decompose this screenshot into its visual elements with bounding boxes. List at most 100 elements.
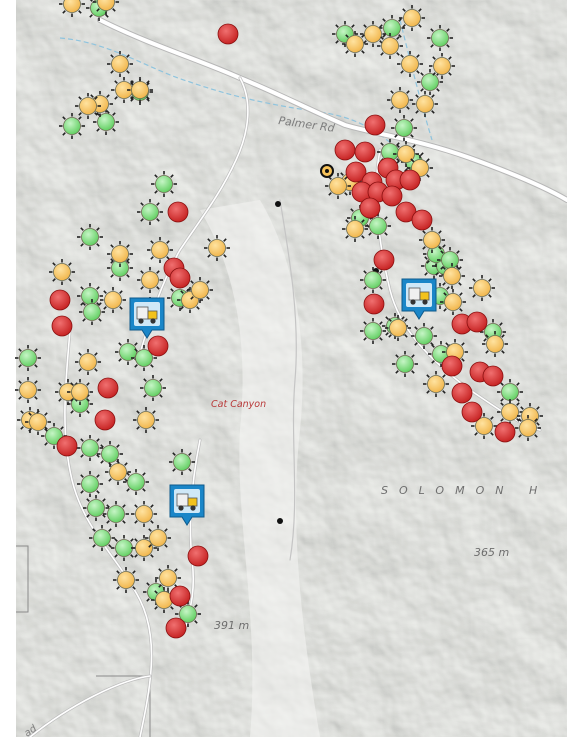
well-marker-yellow-icon[interactable] — [131, 535, 157, 561]
well-marker-red-icon[interactable] — [94, 409, 116, 431]
well-marker-red-icon[interactable] — [363, 293, 385, 315]
well-marker-red-icon[interactable] — [399, 169, 421, 191]
well-marker-red-icon[interactable] — [482, 365, 504, 387]
well-marker-yellow-icon[interactable] — [342, 31, 368, 57]
well-marker-green-icon[interactable] — [77, 224, 103, 250]
well-marker-yellow-icon[interactable] — [482, 331, 508, 357]
well-marker-green-icon[interactable] — [417, 69, 443, 95]
well-marker-green-icon[interactable] — [427, 25, 453, 51]
well-marker-yellow-icon[interactable] — [412, 91, 438, 117]
well-marker-yellow-icon[interactable] — [399, 5, 425, 31]
well-marker-yellow-icon[interactable] — [439, 263, 465, 289]
well-marker-green-icon[interactable] — [377, 139, 403, 165]
well-marker-yellow-icon[interactable] — [133, 407, 159, 433]
well-marker-yellow-icon[interactable] — [75, 93, 101, 119]
well-marker-red-icon[interactable] — [494, 421, 516, 443]
well-marker-red-icon[interactable] — [373, 249, 395, 271]
well-marker-yellow-icon[interactable] — [137, 267, 163, 293]
well-marker-yellow-icon[interactable] — [440, 289, 466, 315]
well-marker-yellow-icon[interactable] — [107, 241, 133, 267]
well-marker-green-icon[interactable] — [411, 323, 437, 349]
well-marker-red-icon[interactable] — [345, 161, 367, 183]
well-marker-red-icon[interactable] — [466, 311, 488, 333]
well-marker-yellow-icon[interactable] — [67, 379, 93, 405]
well-marker-yellow-icon[interactable] — [469, 275, 495, 301]
well-marker-green-icon[interactable] — [103, 501, 129, 527]
well-marker-green-icon[interactable] — [89, 525, 115, 551]
well-marker-red-icon[interactable] — [56, 435, 78, 457]
well-marker-yellow-icon[interactable] — [325, 173, 351, 199]
well-marker-yellow-icon[interactable] — [204, 235, 230, 261]
well-marker-yellow-icon[interactable] — [429, 53, 455, 79]
well-marker-red-icon[interactable] — [461, 401, 483, 423]
well-marker-green-icon[interactable] — [83, 495, 109, 521]
well-marker-green-icon[interactable] — [360, 267, 386, 293]
well-marker-green-icon[interactable] — [77, 435, 103, 461]
well-marker-yellow-icon[interactable] — [105, 459, 131, 485]
well-marker-green-icon[interactable] — [123, 469, 149, 495]
well-marker-yellow-icon[interactable] — [471, 413, 497, 439]
well-marker-green-icon[interactable] — [15, 345, 41, 371]
well-marker-yellow-icon[interactable] — [187, 277, 213, 303]
well-marker-red-icon[interactable] — [97, 377, 119, 399]
well-marker-green-icon[interactable] — [59, 113, 85, 139]
well-marker-yellow-icon[interactable] — [100, 287, 126, 313]
well-marker-red-icon[interactable] — [364, 114, 386, 136]
well-marker-yellow-icon[interactable] — [131, 501, 157, 527]
well-marker-red-icon[interactable] — [359, 197, 381, 219]
well-marker-green-icon[interactable] — [79, 299, 105, 325]
special-well-marker-icon[interactable] — [320, 164, 334, 178]
well-marker-yellow-icon[interactable] — [387, 87, 413, 113]
well-marker-green-icon[interactable] — [41, 423, 67, 449]
well-marker-green-icon[interactable] — [392, 351, 418, 377]
well-marker-green-icon[interactable] — [391, 115, 417, 141]
well-marker-green-icon[interactable] — [360, 318, 386, 344]
well-marker-yellow-icon[interactable] — [397, 51, 423, 77]
well-marker-yellow-icon[interactable] — [127, 77, 153, 103]
well-marker-red-icon[interactable] — [147, 335, 169, 357]
well-marker-yellow-icon[interactable] — [93, 0, 119, 15]
well-marker-red-icon[interactable] — [167, 201, 189, 223]
well-marker-red-icon[interactable] — [169, 585, 191, 607]
well-marker-yellow-icon[interactable] — [360, 21, 386, 47]
well-marker-yellow-icon[interactable] — [107, 51, 133, 77]
well-marker-yellow-icon[interactable] — [423, 371, 449, 397]
well-marker-green-icon[interactable] — [169, 449, 195, 475]
well-marker-yellow-icon[interactable] — [145, 525, 171, 551]
well-marker-green-icon[interactable] — [437, 247, 463, 273]
well-marker-green-icon[interactable] — [131, 345, 157, 371]
truck-marker-icon[interactable] — [401, 278, 437, 320]
well-marker-yellow-icon[interactable] — [342, 216, 368, 242]
well-marker-yellow-icon[interactable] — [515, 415, 541, 441]
well-marker-yellow-icon[interactable] — [49, 259, 75, 285]
well-marker-yellow-icon[interactable] — [147, 237, 173, 263]
well-marker-red-icon[interactable] — [411, 209, 433, 231]
well-marker-yellow-icon[interactable] — [15, 377, 41, 403]
well-marker-green-icon[interactable] — [140, 375, 166, 401]
well-marker-green-icon[interactable] — [77, 471, 103, 497]
well-marker-red-icon[interactable] — [381, 185, 403, 207]
truck-marker-icon[interactable] — [129, 297, 165, 339]
well-marker-red-icon[interactable] — [334, 139, 356, 161]
well-marker-green-icon[interactable] — [151, 171, 177, 197]
well-marker-red-icon[interactable] — [169, 267, 191, 289]
well-marker-red-icon[interactable] — [187, 545, 209, 567]
well-marker-red-icon[interactable] — [441, 355, 463, 377]
well-marker-yellow-icon[interactable] — [497, 399, 523, 425]
well-marker-red-icon[interactable] — [451, 382, 473, 404]
well-marker-yellow-icon[interactable] — [385, 315, 411, 341]
well-marker-red-icon[interactable] — [49, 289, 71, 311]
well-marker-green-icon[interactable] — [137, 199, 163, 225]
truck-marker-icon[interactable] — [169, 484, 205, 526]
well-marker-yellow-icon[interactable] — [59, 0, 85, 17]
well-marker-yellow-icon[interactable] — [75, 349, 101, 375]
well-marker-red-icon[interactable] — [51, 315, 73, 337]
well-marker-yellow-icon[interactable] — [25, 409, 51, 435]
well-marker-yellow-icon[interactable] — [113, 567, 139, 593]
well-marker-red-icon[interactable] — [217, 23, 239, 45]
well-marker-red-icon[interactable] — [165, 617, 187, 639]
well-marker-yellow-icon[interactable] — [151, 587, 177, 613]
well-marker-red-icon[interactable] — [354, 141, 376, 163]
well-marker-yellow-icon[interactable] — [419, 227, 445, 253]
well-marker-yellow-icon[interactable] — [377, 33, 403, 59]
